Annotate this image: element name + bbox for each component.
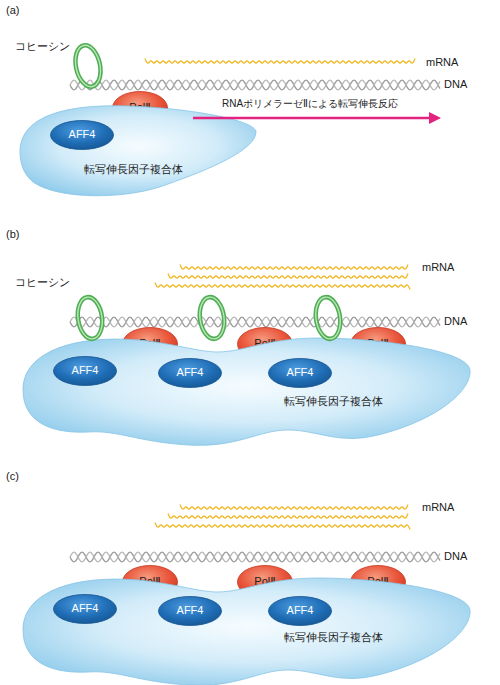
complex-blob-fill	[23, 578, 470, 685]
cohesin-ring	[72, 43, 104, 89]
node-label: AFF4	[50, 120, 114, 150]
mrna-strand	[145, 59, 415, 64]
panel-letter: (a)	[6, 4, 19, 17]
aff4-ellipse: AFF4	[53, 356, 117, 386]
aff4-ellipse: AFF4	[268, 358, 332, 388]
dna-label: DNA	[444, 78, 467, 91]
cohesin-ring-highlight	[72, 43, 104, 89]
aff4-ellipse-fill	[54, 357, 117, 386]
complex-blob-outline	[18, 330, 473, 452]
mrna-strand	[168, 514, 408, 519]
cohesin-ring-outer	[75, 296, 105, 341]
aff4-ellipse: AFF4	[268, 596, 332, 626]
cohesin-ring-outer	[313, 296, 343, 341]
aff4-ellipse-fill	[269, 597, 332, 626]
dna-label: DNA	[444, 315, 467, 328]
mrna-strand	[180, 265, 408, 270]
arrow-label: RNAポリメラーゼⅡによる転写伸長反応	[195, 98, 425, 110]
complex-blob: 転写伸長因子複合体 AFF4	[18, 100, 258, 200]
panel-letter: (c)	[6, 470, 19, 483]
cohesin-ring-highlight	[75, 296, 105, 341]
dna-strand	[70, 552, 440, 562]
complex-label: 転写伸長因子複合体	[268, 628, 398, 648]
complex-blob: 転写伸長因子複合体AFF4AFF4AFF4	[18, 570, 473, 682]
complex-blob-outline	[18, 100, 258, 200]
elongation-arrow	[193, 117, 430, 120]
arrow-head	[429, 112, 441, 124]
node-label: AFF4	[53, 356, 117, 386]
complex-blob-outline	[18, 570, 473, 682]
complex-label: 転写伸長因子複合体	[68, 160, 198, 180]
mrna-label: mRNA	[426, 56, 458, 69]
dna-strand	[70, 317, 440, 327]
dna-strand	[70, 80, 440, 90]
mrna-label: mRNA	[422, 501, 454, 514]
cohesin-label: コヒーシン	[15, 276, 70, 289]
node-label: AFF4	[158, 358, 222, 388]
cohesin-ring-highlight	[197, 296, 227, 341]
cohesin-ring	[313, 296, 343, 341]
aff4-ellipse: AFF4	[50, 120, 114, 150]
aff4-ellipse-fill	[159, 597, 222, 626]
cohesin-ring	[75, 296, 105, 341]
aff4-ellipse: AFF4	[158, 358, 222, 388]
aff4-ellipse-fill	[269, 359, 332, 388]
mrna-strand	[180, 505, 408, 510]
node-label: AFF4	[268, 596, 332, 626]
mrna-strand	[168, 274, 408, 279]
aff4-ellipse: AFF4	[158, 596, 222, 626]
cohesin-ring-outer	[197, 296, 227, 341]
complex-blob-fill	[20, 106, 256, 196]
mrna-strand	[155, 283, 410, 290]
complex-blob-fill	[23, 338, 470, 445]
mrna-label: mRNA	[422, 261, 454, 274]
mrna-strand	[155, 523, 410, 530]
aff4-ellipse-fill	[54, 595, 117, 624]
complex-label: 転写伸長因子複合体	[268, 392, 398, 412]
cohesin-ring	[197, 296, 227, 341]
aff4-ellipse-fill	[159, 359, 222, 388]
node-label: AFF4	[53, 594, 117, 624]
complex-blob: 転写伸長因子複合体 AFF4 AFF4 AFF4	[18, 330, 473, 452]
cohesin-label: コヒーシン	[15, 40, 70, 53]
dna-strand	[70, 552, 440, 562]
dna-strand	[70, 80, 440, 90]
aff4-ellipse: AFF4	[53, 594, 117, 624]
dna-label: DNA	[444, 550, 467, 563]
cohesin-ring-highlight	[313, 296, 343, 341]
dna-strand	[70, 317, 440, 327]
node-label: AFF4	[268, 358, 332, 388]
cohesin-ring-outer	[72, 43, 104, 89]
node-label: AFF4	[158, 596, 222, 626]
panel-letter: (b)	[6, 228, 19, 241]
aff4-ellipse-fill	[51, 121, 114, 150]
